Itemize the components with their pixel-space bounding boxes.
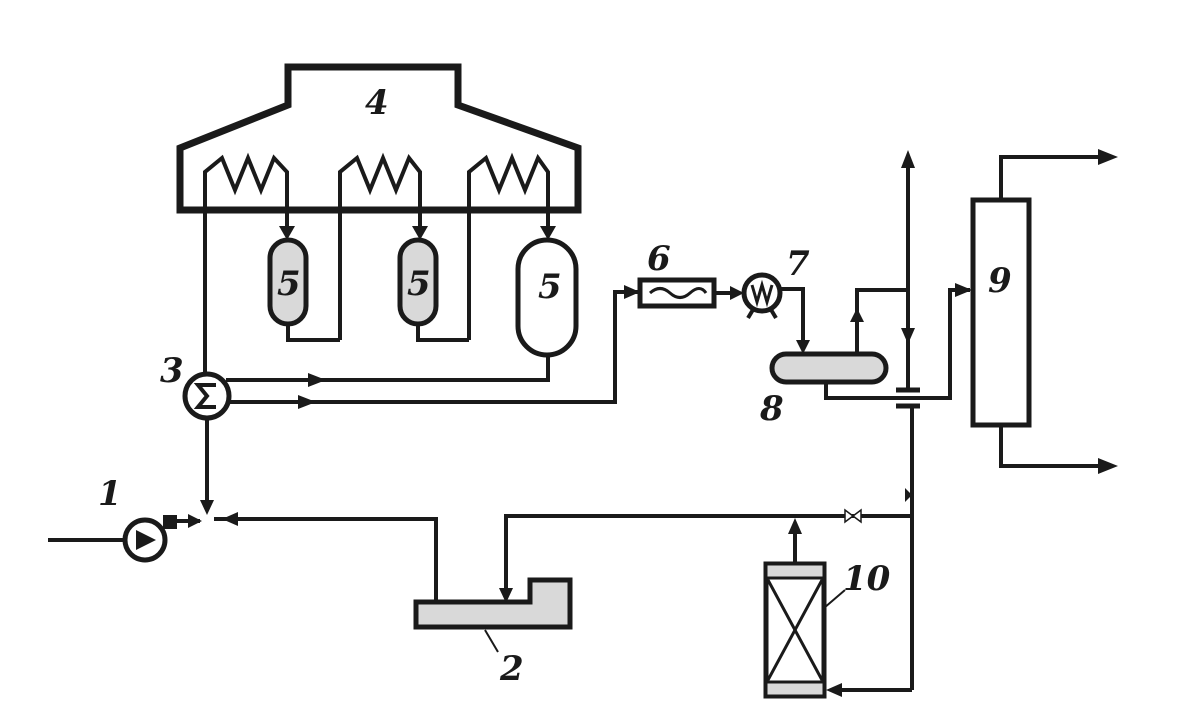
- separator: 8: [759, 351, 889, 429]
- arrow-recycle-small: [905, 488, 912, 502]
- line-separator-gas: [855, 288, 908, 354]
- line-reactor2-to-coil3: [416, 324, 469, 342]
- compressor: 7: [741, 244, 810, 320]
- reactor-2: 5: [397, 237, 439, 327]
- label-reactor-2: 5: [407, 264, 431, 304]
- arrow-column-bottom-out: [1098, 458, 1118, 474]
- arrow-adsorber-up: [788, 518, 802, 534]
- arrow-into-compressor: [730, 286, 744, 300]
- label-compressor: 7: [786, 244, 810, 284]
- arrow-into-exchanger-top: [308, 373, 326, 387]
- column-body: [970, 197, 1032, 428]
- arrow-into-mixer: [222, 512, 238, 526]
- cooler: 6: [637, 239, 717, 309]
- reactor-1: 5: [267, 237, 309, 327]
- compressor-leg-right: [768, 306, 778, 320]
- arrow-down-to-mixer: [200, 500, 214, 515]
- adsorber-bottom-cap: [764, 680, 826, 698]
- adsorber-leader-line: [823, 589, 846, 609]
- arrow-to-reactor-2: [412, 226, 428, 240]
- arrow-pump-outlet: [188, 514, 202, 528]
- label-column: 9: [988, 261, 1012, 301]
- line-mixer-to-tank: [214, 517, 438, 600]
- arrow-column-top-out: [1098, 149, 1118, 165]
- compressor-leg-left: [746, 306, 756, 320]
- label-tank: 2: [499, 649, 524, 689]
- tank-leader-line: [484, 629, 499, 653]
- line-reactor3-to-exchanger: [226, 355, 550, 382]
- label-heat-exchanger: 3: [160, 351, 184, 391]
- line-column-bottom-product: [999, 425, 1100, 468]
- compressor-body: [741, 272, 783, 314]
- label-reactor-1: 5: [277, 264, 301, 304]
- heat-exchanger: 3: [160, 351, 232, 421]
- label-adsorber: 10: [843, 559, 891, 599]
- label-reactor-3: 5: [538, 267, 562, 307]
- furnace-coil-1: [203, 152, 289, 380]
- adsorber-packing-diag-2: [766, 579, 824, 681]
- arrow-into-column: [955, 283, 972, 297]
- arrow-gas-out-top: [901, 150, 915, 168]
- label-separator: 8: [759, 389, 784, 429]
- line-recycle-to-tank: [504, 514, 912, 595]
- valve-left: [844, 508, 855, 524]
- pump-arrow-icon: [136, 530, 156, 550]
- label-furnace: 4: [365, 83, 389, 123]
- arrow-exchanger-outlet: [298, 395, 316, 409]
- sigma-icon: [193, 383, 216, 409]
- furnace-coil-3: [467, 152, 550, 340]
- adsorber: 10: [763, 559, 891, 699]
- furnace-outline: [176, 63, 582, 214]
- arrow-gas-down: [901, 328, 915, 344]
- label-cooler: 6: [647, 239, 671, 279]
- label-pump: 1: [98, 474, 122, 514]
- arrow-separator-gas-up: [850, 308, 864, 322]
- line-column-top-product: [999, 155, 1100, 200]
- line-reactor1-to-coil2: [286, 324, 340, 342]
- arrow-into-adsorber: [826, 683, 842, 697]
- tank-body: [413, 577, 573, 630]
- cooler-coil-icon: [648, 287, 708, 299]
- pump: 1: [98, 474, 177, 563]
- adsorber-top-cap: [764, 562, 826, 580]
- arrow-into-tank: [499, 588, 513, 603]
- line-compressor-to-separator: [780, 287, 805, 345]
- arrow-to-reactor-3: [540, 226, 556, 240]
- reactor-3: 5: [515, 237, 579, 358]
- compressor-symbol-icon: [750, 279, 774, 308]
- arrow-into-cooler: [624, 285, 640, 299]
- tank: 2: [413, 577, 573, 689]
- pump-outlet: [163, 515, 177, 529]
- arrow-into-separator: [796, 340, 810, 354]
- furnace: 4: [176, 63, 582, 380]
- separator-body: [769, 351, 889, 385]
- valve-right: [851, 508, 862, 524]
- arrow-to-reactor-1: [279, 226, 295, 240]
- furnace-coil-2: [338, 152, 422, 340]
- column: 9: [970, 197, 1032, 428]
